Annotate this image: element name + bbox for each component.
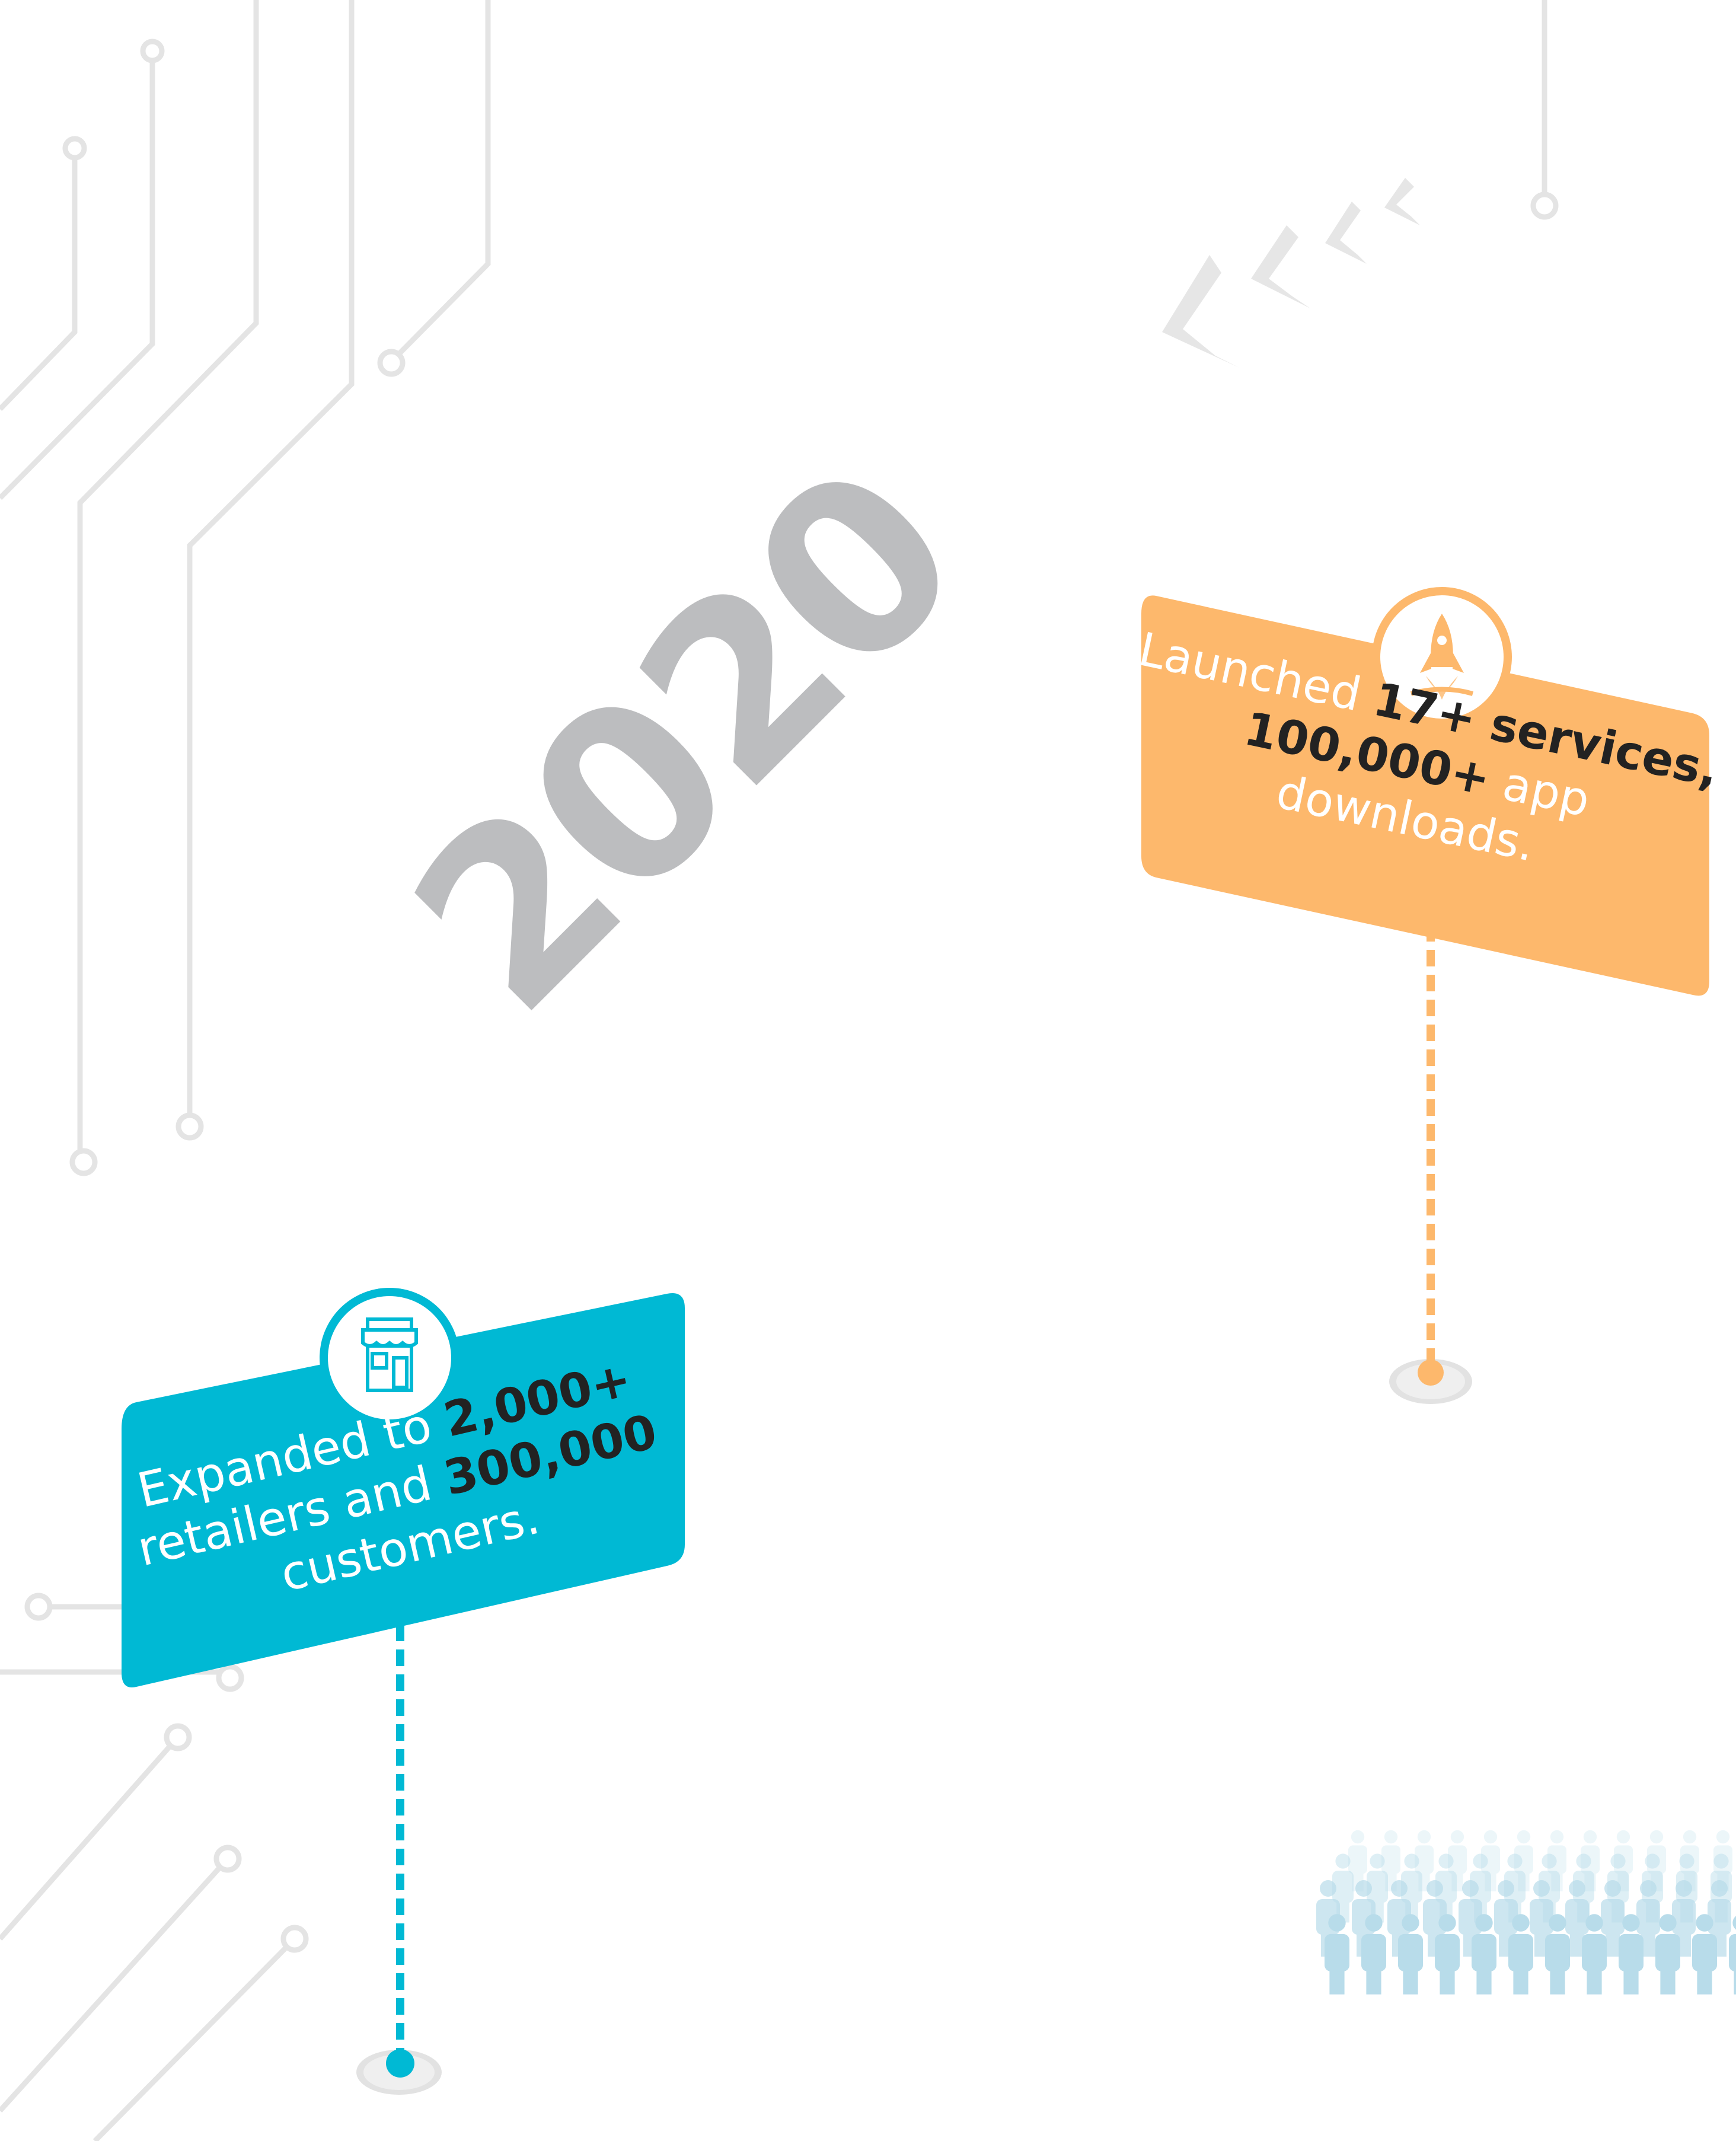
crowd-person — [1481, 1830, 1500, 1891]
crowd-person — [1647, 1830, 1666, 1891]
crowd-person — [1619, 1914, 1644, 1995]
circuit-lines-top — [0, 0, 1559, 1176]
crowd-person — [1729, 1916, 1736, 1995]
rocket-icon — [1410, 614, 1474, 700]
orange-pin — [1389, 925, 1472, 1404]
crowd-person — [1415, 1830, 1434, 1891]
crowd-person — [1581, 1830, 1600, 1891]
orange-sign — [1141, 587, 1709, 996]
crowd-person — [1325, 1914, 1349, 1995]
crowd-person — [1435, 1914, 1460, 1995]
crowd-person — [1398, 1914, 1423, 1995]
crowd-person — [1565, 1880, 1589, 1957]
crowd-person — [1381, 1830, 1400, 1891]
blue-sign — [122, 1288, 685, 1687]
crowd-person — [1545, 1914, 1570, 1995]
crowd-person — [1582, 1914, 1607, 1995]
crowd-person — [1472, 1914, 1496, 1995]
crowd-icon — [1316, 1830, 1736, 1995]
store-icon — [361, 1317, 418, 1392]
crowd-person — [1448, 1830, 1467, 1891]
crowd-person — [1361, 1914, 1386, 1995]
crowd-person — [1547, 1830, 1566, 1891]
crowd-person — [1601, 1880, 1625, 1957]
crowd-person — [1508, 1914, 1533, 1995]
crowd-person — [1514, 1830, 1533, 1891]
chevrons-left-icon — [1162, 178, 1420, 368]
crowd-person — [1530, 1880, 1553, 1957]
blue-pin — [356, 1625, 442, 2095]
crowd-person — [1655, 1914, 1680, 1995]
crowd-person — [1692, 1914, 1717, 1995]
